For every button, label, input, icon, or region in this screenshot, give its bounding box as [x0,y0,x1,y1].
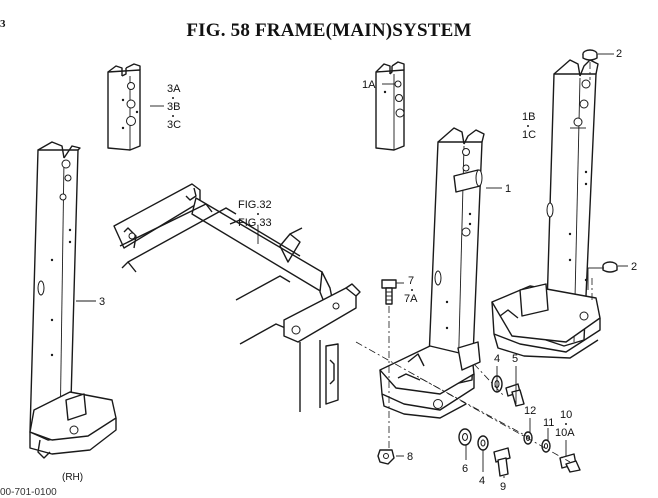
figure-title: FIG. 58 FRAME(MAIN)SYSTEM [186,20,472,41]
frame-column-rh [29,141,117,459]
callout-3c: 3C [167,119,181,131]
page-corner-mark: 3 [0,18,6,30]
callout-leaders [76,53,628,478]
callout-rh: (RH) [62,472,83,483]
assembly-center-lines [355,62,593,463]
callout-5: 5 [512,353,518,365]
callout-4-lower: 4 [479,475,485,487]
callout-7a: 7A [404,293,418,305]
callout-4-upper: 4 [494,353,500,365]
callout-8: 8 [407,451,413,463]
washer-6 [458,428,472,446]
bolt-5 [505,383,525,407]
callout-7: 7 [408,275,414,287]
callout-12: 12 [524,405,536,417]
footer-code: 00-701-0100 [0,487,57,498]
hardware-parts [377,49,618,477]
washer-4-lower [477,435,489,451]
callout-9: 9 [500,481,506,493]
callout-1b: 1B [522,111,535,123]
bolt-7 [381,279,397,305]
callout-2-top: 2 [616,48,622,60]
frame-column-right [491,59,601,359]
callout-10a: 10A [555,427,575,439]
callout-11: 11 [543,417,554,429]
column-3-detail-inset [107,63,141,151]
cap-2-top [582,49,598,61]
callout-10: 10 [560,409,572,421]
bolt-10 [559,453,581,473]
bolt-9 [493,447,511,477]
nut-8 [377,449,395,465]
callout-6: 6 [462,463,468,475]
cross-frame-assembly [113,183,361,412]
callout-1a: 1A [362,79,376,91]
cap-2-side [602,261,618,273]
callout-fig33: FIG.33 [238,217,272,229]
column-1-detail-inset [375,61,405,151]
callout-1: 1 [505,183,511,195]
callout-1c: 1C [522,129,536,141]
callout-fig32: FIG.32 [238,199,272,211]
callout-labels: 3A 3B 3C 1A 2 2 1B 1C 1 FIG.32 FIG.33 3 … [62,48,637,493]
callout-3: 3 [99,296,105,308]
callout-3a: 3A [167,83,181,95]
frame-column-lh [379,127,485,419]
callout-2-side: 2 [631,261,637,273]
callout-3b: 3B [167,101,180,113]
